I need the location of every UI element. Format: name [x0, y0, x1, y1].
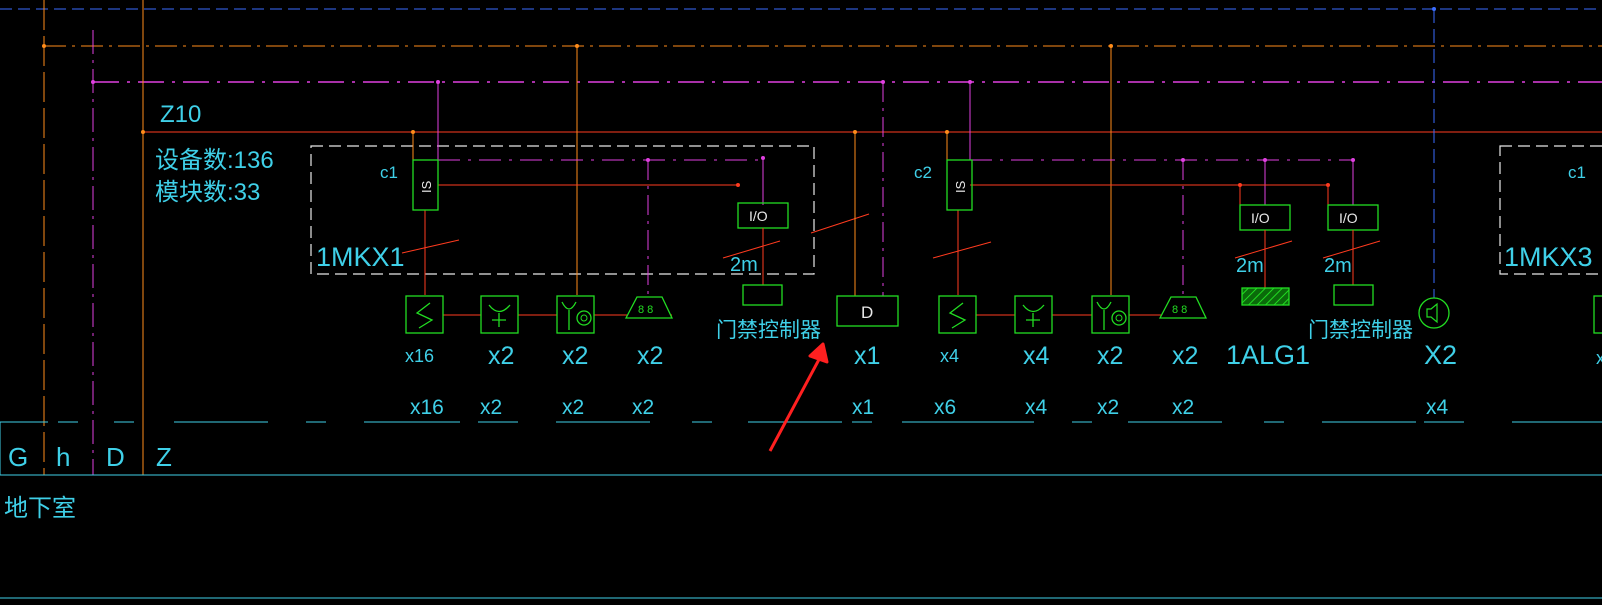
total: x2: [632, 396, 654, 419]
device-d[interactable]: [836, 295, 899, 327]
manual-alarm-symbol-1: [561, 301, 577, 330]
total: x2: [562, 396, 584, 419]
manual-alarm-1[interactable]: [556, 295, 595, 334]
slash-2a: [1234, 240, 1293, 259]
io-line-length-1: 2m: [730, 254, 758, 276]
smoke-detector-2[interactable]: [938, 295, 977, 334]
io-label-2a: I/O: [1251, 210, 1270, 226]
junction-dot-blue: [1432, 7, 1436, 11]
junction-dots-magenta: [91, 80, 1355, 162]
io-label-1: I/O: [749, 208, 768, 224]
total: x1: [852, 396, 874, 419]
access-controller-1[interactable]: [742, 284, 783, 306]
total: x2: [480, 396, 502, 419]
access-controller-label-2: 门禁控制器: [1308, 318, 1413, 342]
manual-alarm-dot-2: [1115, 314, 1123, 322]
slash-gap: [810, 213, 870, 234]
smoke-detector-1[interactable]: [405, 295, 444, 334]
module-box-3[interactable]: [1499, 145, 1602, 275]
count: x: [1596, 348, 1602, 368]
heat-symbol-1: [488, 304, 511, 327]
count: x16: [405, 346, 434, 366]
manual-alarm-symbol-2: [1096, 301, 1112, 330]
panel2-circuit: c2: [914, 163, 932, 182]
io-label-2b: I/O: [1339, 210, 1358, 226]
loop-name: Z10: [160, 101, 201, 128]
smoke-symbol-1: [415, 302, 434, 329]
count: x1: [854, 342, 880, 370]
slash-mkx1: [401, 239, 460, 254]
total: x16: [410, 396, 444, 419]
io-line-length-2b: 2m: [1324, 255, 1352, 277]
alarm-bell-1alg1[interactable]: [1241, 287, 1290, 306]
column-label-z: Z: [156, 442, 172, 472]
count: x4: [940, 346, 959, 366]
access-controller-2[interactable]: [1333, 284, 1374, 306]
smoke-symbol-2: [948, 302, 967, 329]
junction-dots-red: [736, 183, 1330, 187]
panel3-circuit: c1: [1568, 163, 1586, 182]
io-line-length-2a: 2m: [1236, 255, 1264, 277]
column-label-d: D: [106, 442, 125, 472]
sounder-1[interactable]: [624, 296, 674, 319]
device-count: 设备数:136: [155, 147, 274, 174]
red-pointer-arrow: [768, 342, 829, 452]
count: x2: [1097, 342, 1123, 370]
slash-2: [932, 241, 992, 259]
total: x2: [1097, 396, 1119, 419]
total: x4: [1426, 396, 1449, 419]
count: x2: [488, 342, 514, 370]
sounder-2[interactable]: [1158, 296, 1208, 319]
manual-alarm-dot-1: [580, 314, 588, 322]
slash-1: [722, 240, 781, 259]
isolator-module-2[interactable]: [946, 159, 973, 211]
isolator-label-2: IS: [953, 180, 968, 193]
isolator-label-1: IS: [419, 180, 434, 193]
floor-label: 地下室: [4, 494, 76, 522]
alarm-tag: 1ALG1: [1226, 340, 1310, 370]
slash-2b: [1322, 240, 1381, 259]
total: x2: [1172, 396, 1194, 419]
module-box-1[interactable]: [310, 145, 815, 275]
total: x6: [934, 396, 956, 419]
count: x2: [637, 342, 663, 370]
column-label-h: h: [56, 442, 70, 472]
panel3-label: 1MKX3: [1504, 242, 1593, 272]
count: x2: [562, 342, 588, 370]
total: x4: [1025, 396, 1048, 419]
junction-dots: [42, 44, 1113, 134]
panel1-circuit: c1: [380, 163, 398, 182]
isolator-module-1[interactable]: [412, 159, 439, 211]
device-d-symbol: D: [861, 303, 873, 322]
sounder-symbol-1: 8 8: [638, 304, 653, 316]
manual-alarm-2[interactable]: [1091, 295, 1130, 334]
sounder-symbol-2: 8 8: [1172, 304, 1187, 316]
speaker[interactable]: [1418, 297, 1450, 329]
device-cut: [1593, 295, 1602, 334]
manual-alarm-ring-1: [576, 310, 592, 326]
module-count: 模块数:33: [155, 179, 260, 206]
column-label-g: G: [8, 442, 28, 472]
manual-alarm-ring-2: [1111, 310, 1127, 326]
panel1-label: 1MKX1: [316, 242, 405, 272]
access-controller-label-1: 门禁控制器: [716, 318, 821, 342]
speaker-icon: [1426, 302, 1438, 324]
heat-symbol-2: [1022, 304, 1045, 327]
count: X2: [1424, 340, 1457, 370]
count: x4: [1023, 342, 1050, 370]
count: x2: [1172, 342, 1198, 370]
